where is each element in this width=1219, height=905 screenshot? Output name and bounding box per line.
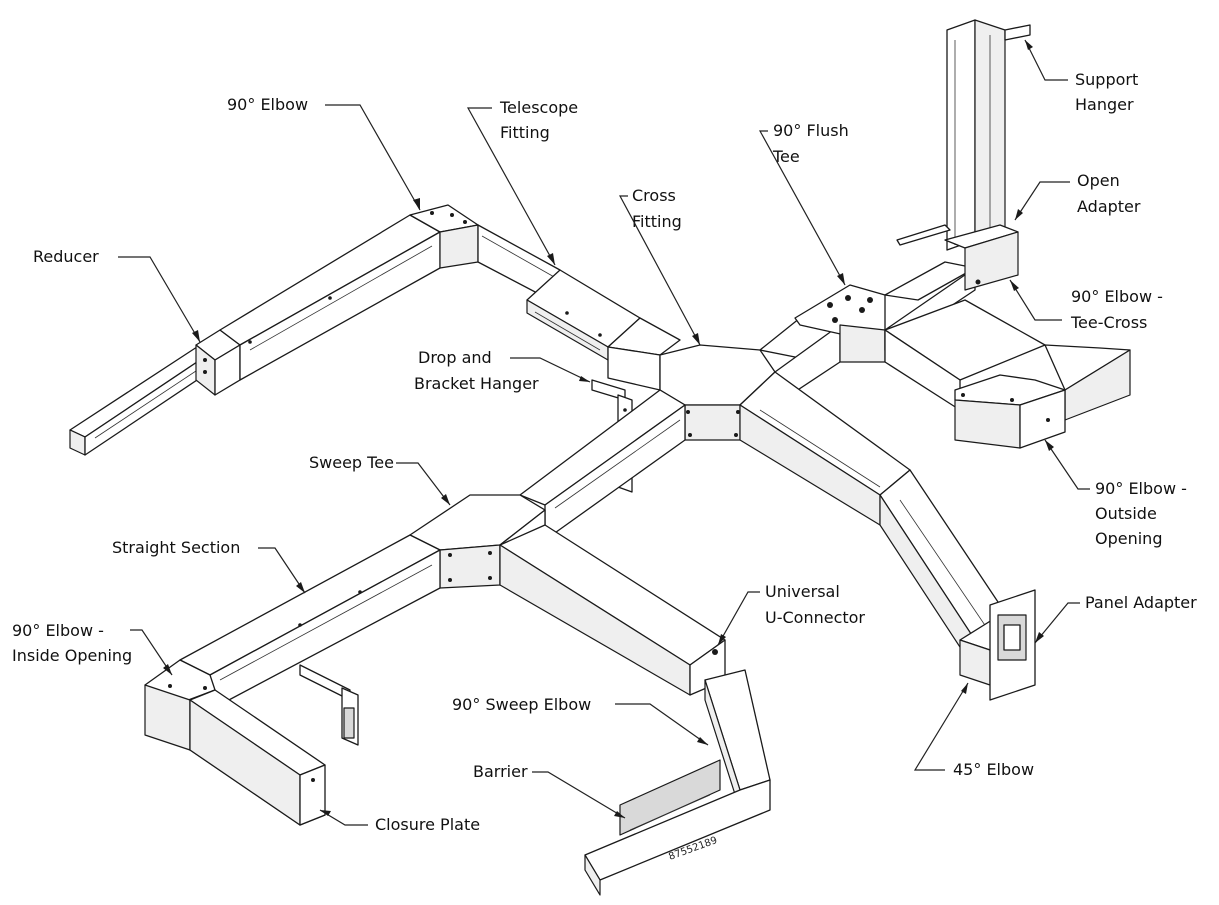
open-adapter-fitting [896,224,1019,291]
label-elbow-45: 45° Elbow [953,760,1034,779]
label-sweep-elbow: 90° Sweep Elbow [452,695,591,714]
label-telescope-line1: Telescope [499,98,578,117]
label-inside-line1: 90° Elbow - [12,621,104,640]
label-outside-line1: 90° Elbow - [1095,479,1187,498]
callout-reducer: Reducer [33,247,201,343]
label-universal-line2: U-Connector [765,608,865,627]
label-reducer: Reducer [33,247,99,266]
callout-drop-bracket-hanger: Drop and Bracket Hanger [414,348,591,393]
label-universal-line1: Universal [765,582,840,601]
wall-bracket [299,664,359,746]
callout-panel-adapter: Panel Adapter [1034,593,1197,644]
reducer-fitting [195,329,241,396]
callout-sweep-elbow: 90° Sweep Elbow [452,695,709,746]
callout-flush-tee: 90° Flush Tee [758,121,849,286]
elbow-90-outside-opening [954,374,1066,449]
elbow-90-top [409,204,479,269]
label-support-line2: Hanger [1075,95,1134,114]
callout-tee-cross: 90° Elbow - Tee-Cross [1009,279,1163,332]
label-sweep-tee: Sweep Tee [309,453,394,472]
outside-elbow-run [884,299,1131,421]
telescope-to-cross-run [607,317,681,391]
label-tee-cross-line1: 90° Elbow - [1071,287,1163,306]
upper-left-run [219,214,441,381]
label-elbow-90: 90° Elbow [227,95,308,114]
barrier-run [584,759,771,896]
label-inside-line2: Inside Opening [12,646,132,665]
callout-telescope-fitting: Telescope Fitting [466,98,578,266]
callout-barrier: Barrier [473,762,626,819]
label-outside-line2: Outside [1095,504,1157,523]
left-straight-run [69,344,216,456]
callout-closure-plate: Closure Plate [319,809,480,834]
callout-elbow-45: 45° Elbow [913,682,1034,779]
sweep-tee-to-u-connector-run [499,524,726,696]
callout-cross-fitting: Cross Fitting [618,186,701,346]
label-drop-line1: Drop and [418,348,492,367]
label-barrier: Barrier [473,762,528,781]
label-telescope-line2: Fitting [500,123,550,142]
closure-plate-run [189,689,326,826]
panel-adapter-fitting [989,589,1036,701]
cross-fitting [659,344,776,441]
label-flush-tee-line1: 90° Flush [773,121,849,140]
label-flush-tee-line2: Tee [772,147,800,166]
label-drop-line2: Bracket Hanger [414,374,539,393]
label-cross-line2: Fitting [632,212,682,231]
callout-universal-u-connector: Universal U-Connector [717,582,865,646]
callout-sweep-tee: Sweep Tee [309,453,451,506]
label-tee-cross-line2: Tee-Cross [1070,313,1147,332]
label-panel-adapter: Panel Adapter [1085,593,1197,612]
label-open-adapter-line2: Adapter [1077,197,1141,216]
callout-outside-opening: 90° Elbow - Outside Opening [1044,439,1187,548]
label-support-line1: Support [1075,70,1138,89]
callout-elbow-90: 90° Elbow [227,95,421,211]
label-closure-plate: Closure Plate [375,815,480,834]
vertical-riser [946,19,1031,251]
callout-inside-opening: 90° Elbow - Inside Opening [12,621,173,676]
callout-straight-section: Straight Section [112,538,306,594]
label-straight-section: Straight Section [112,538,240,557]
straight-section [179,534,441,711]
callout-support-hanger: Support Hanger [1024,39,1138,114]
label-outside-line3: Opening [1095,529,1162,548]
label-open-adapter-line1: Open [1077,171,1120,190]
callouts: 90° Elbow Telescope Fitting 90° Flush Te… [12,39,1197,834]
callout-open-adapter: Open Adapter [1014,171,1141,221]
label-cross-line1: Cross [632,186,676,205]
wireway-assembly: 87552189 [69,19,1131,896]
